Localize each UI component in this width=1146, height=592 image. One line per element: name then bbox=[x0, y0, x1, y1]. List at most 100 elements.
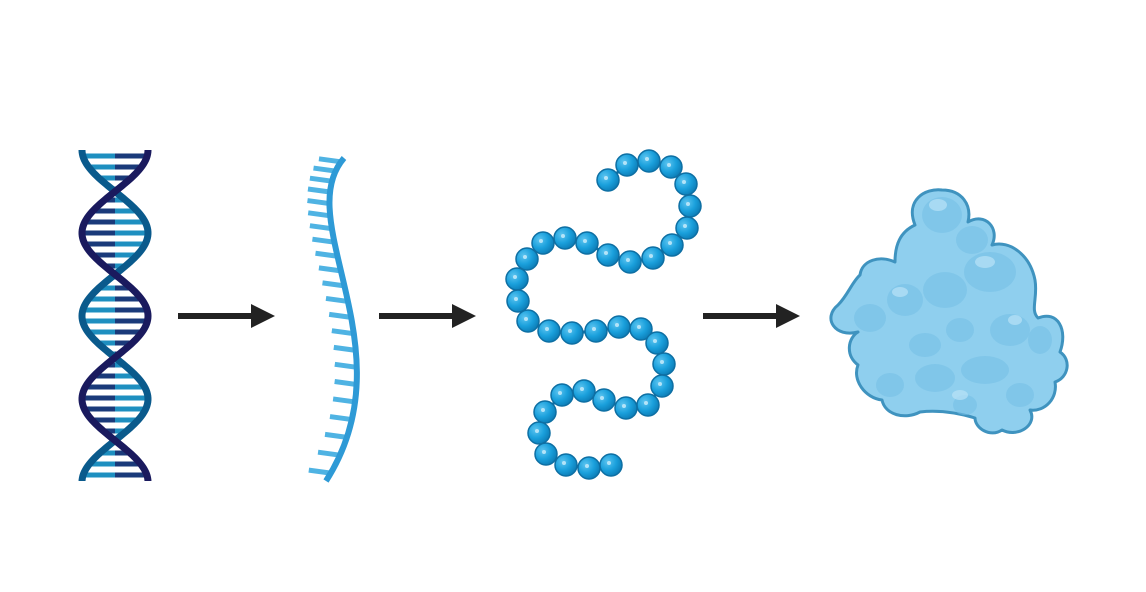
bead-highlight bbox=[604, 176, 608, 180]
amino-acid-bead bbox=[584, 319, 608, 343]
protein-lobe bbox=[953, 395, 977, 415]
amino-acid-bead bbox=[659, 155, 683, 179]
amino-acid-bead bbox=[645, 331, 669, 355]
protein-lobe bbox=[915, 364, 955, 392]
mrna-base bbox=[312, 236, 335, 245]
dna-strand bbox=[78, 150, 152, 481]
arrow-polypeptide-to-protein bbox=[703, 304, 800, 328]
amino-acid-bead bbox=[572, 379, 596, 403]
bead-highlight bbox=[649, 254, 653, 258]
protein-lobe bbox=[946, 318, 974, 342]
mrna-backbone bbox=[323, 156, 360, 483]
protein-lobe bbox=[909, 333, 941, 357]
amino-acid-bead bbox=[531, 231, 555, 255]
amino-acid-bead bbox=[534, 442, 558, 466]
amino-acid-bead bbox=[577, 456, 601, 480]
amino-acid-bead bbox=[614, 396, 638, 420]
amino-acid-bead bbox=[607, 315, 631, 339]
protein-lobe bbox=[961, 356, 1009, 384]
bead-highlight bbox=[622, 404, 626, 408]
amino-acid-bead bbox=[650, 374, 674, 398]
bead-highlight bbox=[644, 401, 648, 405]
bead-highlight bbox=[653, 339, 657, 343]
protein-highlight bbox=[975, 256, 995, 268]
protein-lobe bbox=[923, 272, 967, 308]
amino-acid-bead bbox=[674, 172, 698, 196]
bead-highlight bbox=[623, 161, 627, 165]
protein-lobe bbox=[1028, 326, 1052, 354]
mrna-base bbox=[309, 175, 333, 184]
arrow-dna-to-mrna bbox=[178, 304, 275, 328]
bead-highlight bbox=[686, 202, 690, 206]
amino-acid-chain-icon bbox=[505, 149, 702, 480]
bead-highlight bbox=[667, 163, 671, 167]
arrow-mrna-to-polypeptide bbox=[379, 304, 476, 328]
amino-acid-bead bbox=[527, 421, 551, 445]
bead-highlight bbox=[585, 464, 589, 468]
bead-highlight bbox=[660, 360, 664, 364]
mrna-base bbox=[308, 467, 332, 476]
mrna-base bbox=[334, 379, 357, 388]
bead-highlight bbox=[658, 382, 662, 386]
bead-highlight bbox=[583, 239, 587, 243]
amino-acid-bead bbox=[506, 289, 530, 313]
bead-highlight bbox=[637, 325, 641, 329]
amino-acid-bead bbox=[652, 352, 676, 376]
protein-lobe bbox=[854, 304, 886, 332]
bead-highlight bbox=[568, 329, 572, 333]
amino-acid-bead bbox=[675, 216, 699, 240]
mrna-base bbox=[318, 265, 342, 274]
mrna-base bbox=[322, 280, 345, 289]
bead-highlight bbox=[539, 239, 543, 243]
amino-acid-bead bbox=[599, 453, 623, 477]
amino-acid-bead bbox=[636, 393, 660, 417]
amino-acid-bead bbox=[615, 153, 639, 177]
amino-acid-bead bbox=[516, 309, 540, 333]
amino-acid-bead bbox=[537, 319, 561, 343]
mrna-base bbox=[324, 431, 348, 440]
amino-acid-bead bbox=[550, 383, 574, 407]
amino-acid-bead bbox=[678, 194, 702, 218]
amino-acid-bead bbox=[505, 267, 529, 291]
amino-acid-bead bbox=[575, 231, 599, 255]
mrna-base bbox=[307, 210, 331, 219]
amino-acid-bead bbox=[553, 226, 577, 250]
protein-highlight bbox=[1008, 315, 1022, 325]
mrna-base bbox=[307, 186, 331, 195]
protein-lobe bbox=[956, 226, 988, 254]
mrna-base bbox=[333, 344, 357, 353]
protein-lobe bbox=[1006, 383, 1034, 407]
amino-acid-bead bbox=[554, 453, 578, 477]
bead-highlight bbox=[668, 241, 672, 245]
mrna-base bbox=[315, 250, 338, 259]
mrna-base bbox=[307, 198, 330, 207]
bead-highlight bbox=[645, 157, 649, 161]
bead-highlight bbox=[542, 450, 546, 454]
bead-highlight bbox=[604, 251, 608, 255]
amino-acid-bead bbox=[560, 321, 584, 345]
protein-highlight bbox=[952, 390, 968, 400]
protein-highlight bbox=[929, 199, 947, 211]
bead-highlight bbox=[513, 275, 517, 279]
bead-highlight bbox=[545, 327, 549, 331]
mrna-base bbox=[318, 156, 342, 165]
amino-acid-bead bbox=[592, 388, 616, 412]
bead-highlight bbox=[524, 317, 528, 321]
bead-highlight bbox=[561, 234, 565, 238]
dna-strand bbox=[78, 150, 152, 481]
amino-acid-bead bbox=[629, 317, 653, 341]
dna-double-helix-icon bbox=[78, 150, 152, 481]
mrna-base bbox=[317, 449, 341, 458]
amino-acid-bead bbox=[533, 400, 557, 424]
bead-highlight bbox=[607, 461, 611, 465]
bead-highlight bbox=[541, 408, 545, 412]
mrna-base bbox=[329, 414, 353, 423]
bead-highlight bbox=[580, 387, 584, 391]
bead-highlight bbox=[615, 323, 619, 327]
amino-acid-bead bbox=[515, 247, 539, 271]
amino-acid-bead bbox=[596, 243, 620, 267]
mrna-strand-icon bbox=[307, 156, 360, 483]
amino-acid-bead bbox=[637, 149, 661, 173]
